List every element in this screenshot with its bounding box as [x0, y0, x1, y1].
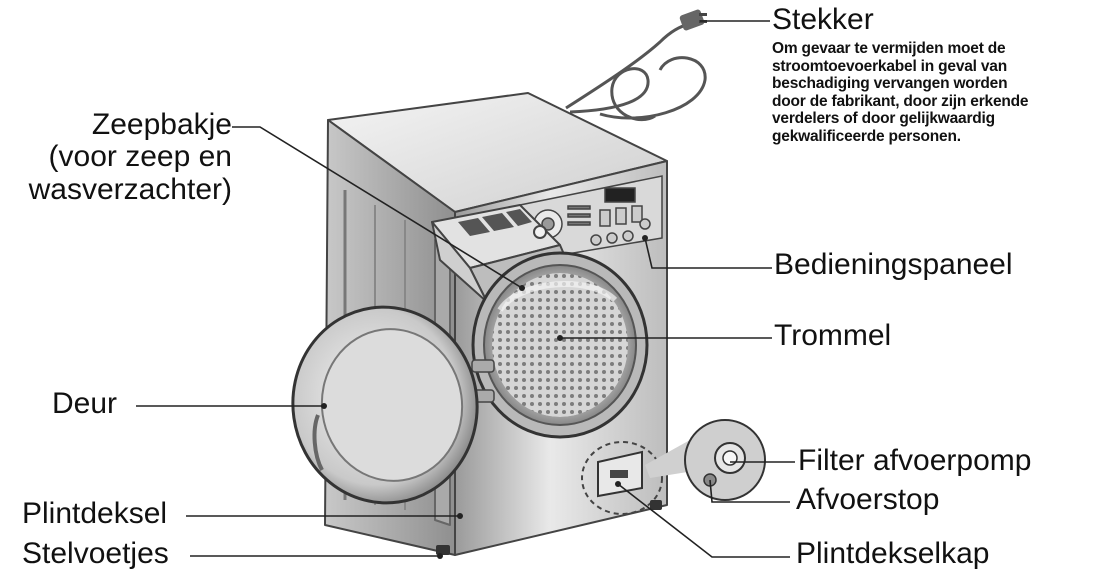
label-plintdekselkap: Plintdekselkap — [796, 537, 990, 570]
note-line: door de fabrikant, door zijn erkende — [772, 92, 1029, 110]
zeepbakje-line: Zeepbakje — [91, 108, 232, 141]
leader-plintdekselkap — [617, 483, 790, 558]
label-plintdeksel: Plintdeksel — [22, 497, 168, 530]
note-line: gekwalificeerde personen. — [772, 127, 961, 145]
leader-dots — [321, 235, 648, 559]
power-cord — [565, 22, 707, 122]
label-stekker: Stekker — [772, 3, 874, 36]
door — [291, 305, 479, 505]
door-handle — [312, 414, 324, 471]
label-deur: Deur — [52, 387, 118, 420]
zeepbakje-line: wasverzachter) — [28, 172, 232, 206]
label-stelvoetjes: Stelvoetjes — [22, 537, 169, 570]
label-stekker-note: Om gevaar te vermijden moet de stroomtoe… — [772, 40, 1029, 145]
note-line: verdelers of door gelijkwaardig — [772, 110, 995, 127]
note-line: Om gevaar te vermijden moet de — [772, 40, 1006, 57]
leader-zeepbakje — [232, 126, 523, 289]
label-afvoerstop: Afvoerstop — [796, 483, 940, 516]
label-bedieningspaneel: Bedieningspaneel — [774, 248, 1013, 281]
leader-bedieningspaneel — [644, 237, 772, 269]
leveling-feet — [436, 500, 662, 555]
display-screen — [604, 187, 636, 203]
filter-callout — [645, 419, 766, 501]
note-line: stroomtoevoerkabel in geval van — [772, 57, 1007, 75]
leader-afvoerstop — [709, 479, 790, 503]
plug-icon — [679, 9, 707, 31]
label-filter-afvoerpomp: Filter afvoerpomp — [798, 444, 1032, 477]
label-trommel: Trommel — [774, 319, 892, 352]
note-line: beschadiging vervangen worden — [772, 75, 1008, 92]
pump-cover — [581, 441, 663, 515]
label-zeepbakje: Zeepbakje (voor zeep en wasverzachter) — [0, 108, 232, 206]
leader-lines — [136, 20, 795, 558]
drum — [471, 251, 649, 439]
zeepbakje-line: (voor zeep en — [48, 140, 232, 174]
